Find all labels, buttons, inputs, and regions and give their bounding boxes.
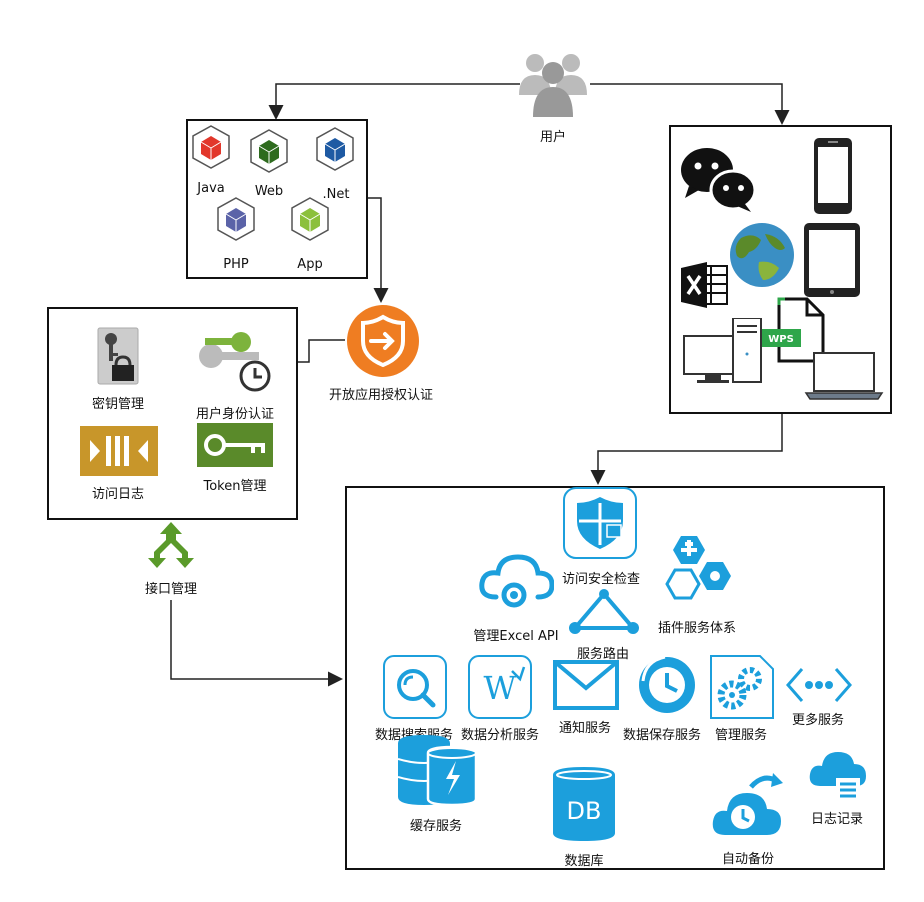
api-split-arrows-icon <box>148 520 194 574</box>
globe-icon <box>729 222 795 292</box>
app-cube-icon <box>289 196 331 246</box>
net-cube-icon <box>314 126 356 176</box>
wps-text: WPS <box>768 334 794 345</box>
api-label: 接口管理 <box>144 582 198 597</box>
cache-database-icon <box>397 735 478 811</box>
service-db-label: 数据库 <box>564 854 604 869</box>
access-log-icon <box>80 426 158 480</box>
php-cube-icon <box>215 196 257 246</box>
security-check-shield-icon <box>563 487 637 563</box>
service-access-check-label: 访问安全检查 <box>561 572 641 587</box>
platform-web-label: Web <box>254 184 284 199</box>
user-label: 用户 <box>539 130 567 145</box>
tablet-icon <box>803 222 861 302</box>
database-db-icon: DB <box>553 767 615 845</box>
identity-label: 用户身份认证 <box>195 407 275 422</box>
auto-backup-cloud-icon <box>711 769 791 845</box>
wps-document-icon: WPS <box>759 297 825 367</box>
excel-api-cloud-icon <box>478 551 555 619</box>
service-log-label: 日志记录 <box>810 812 864 827</box>
laptop-icon <box>804 351 884 405</box>
excel-icon <box>681 262 729 312</box>
log-cloud-icon <box>808 748 868 806</box>
platform-net-label: .Net <box>322 187 350 202</box>
java-cube-icon <box>190 124 232 174</box>
mail-envelope-icon <box>553 660 619 714</box>
service-analysis-label: 数据分析服务 <box>460 728 540 743</box>
token-label: Token管理 <box>203 479 267 494</box>
analysis-w-icon: W <box>468 655 532 723</box>
platform-java-label: Java <box>197 181 225 196</box>
service-cache-label: 缓存服务 <box>409 819 463 834</box>
routing-triangle-icon <box>567 588 641 640</box>
wechat-icon <box>679 146 759 218</box>
plugin-hexagons-icon <box>657 534 737 614</box>
svg-text:W: W <box>484 669 517 707</box>
smartphone-icon <box>813 137 853 219</box>
service-backup-label: 自动备份 <box>721 852 775 867</box>
service-more-label: 更多服务 <box>791 713 845 728</box>
service-manage-label: 管理服务 <box>714 728 768 743</box>
security-box <box>47 307 298 520</box>
auth-label: 开放应用授权认证 <box>328 388 434 403</box>
platform-app-label: App <box>297 257 323 272</box>
manage-gears-icon <box>710 655 774 723</box>
service-plugin-label: 插件服务体系 <box>657 621 737 636</box>
platform-php-label: PHP <box>223 257 249 272</box>
auth-shield-icon <box>345 303 421 383</box>
service-routing-label: 服务路由 <box>576 647 630 662</box>
web-cube-icon <box>248 128 290 178</box>
users-icon <box>513 47 593 131</box>
service-save-label: 数据保存服务 <box>622 728 702 743</box>
token-key-icon <box>197 423 273 471</box>
key-management-label: 密钥管理 <box>91 397 145 412</box>
access-log-label: 访问日志 <box>91 487 145 502</box>
desktop-pc-icon <box>683 317 763 388</box>
identity-keys-clock-icon <box>197 330 275 396</box>
service-notify-label: 通知服务 <box>558 721 612 736</box>
key-lock-icon <box>97 327 139 389</box>
more-services-icon <box>786 665 852 709</box>
save-clock-icon <box>635 651 699 723</box>
db-text: DB <box>567 797 602 825</box>
search-icon <box>383 655 447 723</box>
service-excel-api-label: 管理Excel API <box>473 629 559 644</box>
